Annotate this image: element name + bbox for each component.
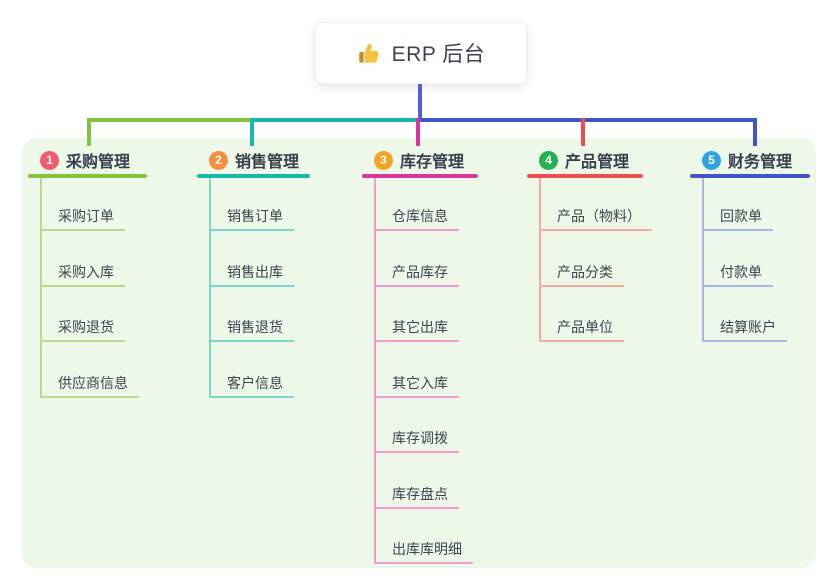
branch-connector-segment	[420, 118, 757, 122]
child-underline	[374, 229, 459, 231]
branch-underline	[690, 174, 810, 178]
branch-node-purchase[interactable]: 1 采购管理	[28, 146, 130, 174]
root-node[interactable]: ERP 后台	[315, 22, 527, 84]
child-underline	[374, 395, 459, 398]
branch-node-product[interactable]: 4 产品管理	[527, 146, 629, 174]
branch-label: 销售管理	[235, 154, 300, 171]
branch-child-rail	[209, 178, 211, 398]
child-node-purchase-1[interactable]: 采购入库	[58, 263, 114, 280]
root-label: ERP 后台	[391, 43, 486, 66]
branch-number-badge: 4	[539, 150, 558, 170]
child-node-inventory-5[interactable]: 库存盘点	[392, 485, 448, 502]
child-underline	[374, 340, 459, 342]
child-underline	[702, 284, 773, 287]
child-node-inventory-3[interactable]: 其它入库	[392, 374, 448, 391]
branch-drop-line	[581, 118, 585, 146]
child-node-purchase-0[interactable]: 采购订单	[58, 208, 114, 224]
thumbs-up-icon	[357, 41, 382, 66]
branch-label: 产品管理	[565, 154, 630, 171]
child-node-sales-2[interactable]: 销售退货	[227, 319, 283, 335]
branch-child-rail	[374, 178, 376, 564]
child-node-finance-1[interactable]: 付款单	[720, 263, 762, 280]
branch-drop-line	[250, 118, 254, 146]
child-node-product-1[interactable]: 产品分类	[557, 263, 613, 280]
branch-number-badge: 3	[374, 150, 393, 170]
child-node-inventory-1[interactable]: 产品库存	[392, 263, 448, 280]
branches-panel	[22, 138, 816, 568]
branch-underline	[362, 174, 478, 178]
branch-number-badge: 1	[40, 150, 59, 170]
child-node-product-0[interactable]: 产品（物料）	[557, 208, 641, 224]
branch-child-rail	[702, 178, 704, 342]
child-node-sales-0[interactable]: 销售订单	[227, 208, 283, 224]
child-underline	[374, 506, 459, 509]
branch-connector-segment	[252, 118, 420, 122]
branch-underline	[197, 174, 310, 178]
branch-drop-line	[416, 118, 420, 146]
child-underline	[374, 562, 473, 564]
child-node-finance-0[interactable]: 回款单	[720, 208, 762, 224]
branch-drop-line	[87, 118, 91, 146]
child-node-inventory-4[interactable]: 库存调拨	[392, 430, 448, 446]
child-underline	[702, 340, 787, 342]
child-underline	[209, 229, 294, 231]
child-underline	[40, 284, 125, 287]
root-connector-line	[418, 82, 422, 118]
child-underline	[539, 284, 624, 287]
child-underline	[374, 451, 459, 453]
branch-node-sales[interactable]: 2 销售管理	[197, 146, 299, 174]
child-underline	[539, 340, 624, 342]
child-underline	[40, 340, 125, 342]
branch-underline	[527, 174, 643, 178]
branch-node-finance[interactable]: 5 财务管理	[690, 146, 792, 174]
child-underline	[40, 229, 125, 231]
branch-label: 采购管理	[66, 154, 131, 171]
child-underline	[209, 284, 294, 287]
branch-child-rail	[40, 178, 42, 398]
branch-label: 库存管理	[400, 154, 465, 171]
branch-node-inventory[interactable]: 3 库存管理	[362, 146, 464, 174]
branch-number-badge: 2	[209, 150, 228, 170]
branch-underline	[28, 174, 147, 178]
branch-child-rail	[539, 178, 541, 342]
branch-label: 财务管理	[728, 154, 793, 171]
child-node-product-2[interactable]: 产品单位	[557, 319, 613, 335]
child-node-purchase-3[interactable]: 供应商信息	[58, 374, 128, 391]
child-node-inventory-2[interactable]: 其它出库	[392, 319, 448, 335]
child-underline	[209, 395, 294, 398]
child-node-sales-3[interactable]: 客户信息	[227, 374, 283, 391]
child-node-inventory-0[interactable]: 仓库信息	[392, 208, 448, 224]
branch-drop-line	[753, 118, 757, 146]
child-node-sales-1[interactable]: 销售出库	[227, 263, 283, 280]
child-underline	[539, 229, 652, 231]
child-node-inventory-6[interactable]: 出库库明细	[392, 541, 462, 557]
child-node-finance-2[interactable]: 结算账户	[720, 319, 776, 335]
child-underline	[209, 340, 294, 342]
child-underline	[40, 395, 139, 398]
child-node-purchase-2[interactable]: 采购退货	[58, 319, 114, 335]
branch-connector-segment	[87, 118, 252, 122]
child-underline	[374, 284, 459, 287]
branch-number-badge: 5	[702, 150, 721, 170]
child-underline	[702, 229, 773, 231]
